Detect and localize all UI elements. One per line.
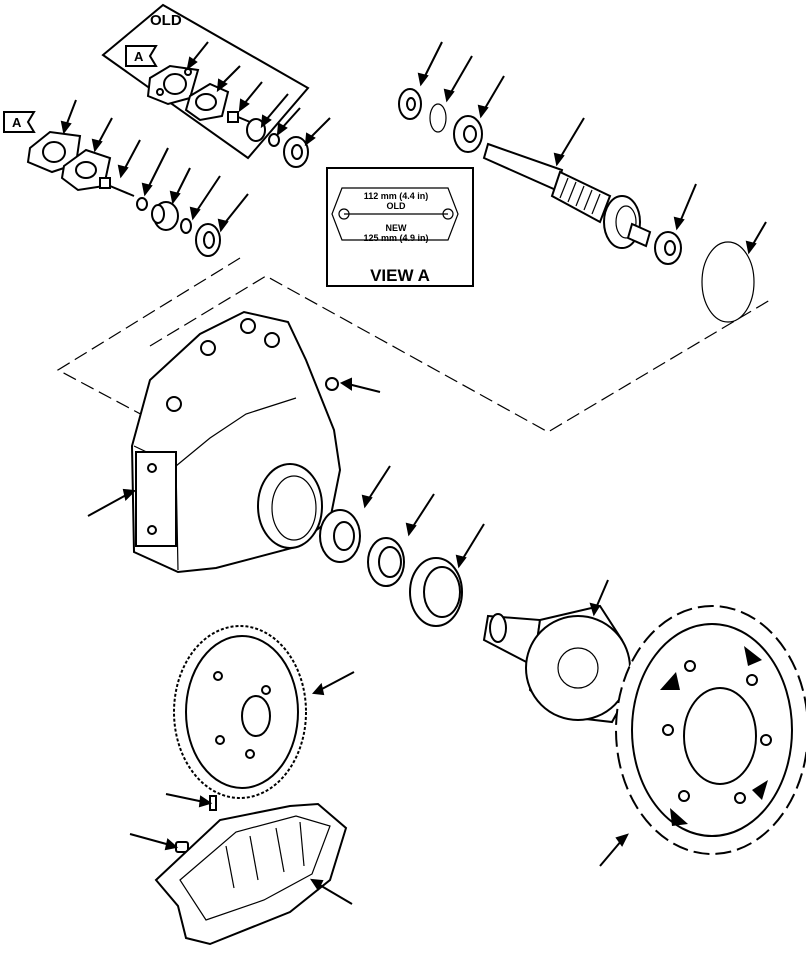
old-washer (268, 133, 280, 147)
bull-gear-hub (241, 695, 271, 737)
sprocket-lightening-holes (660, 646, 768, 826)
drain-plug (165, 793, 217, 811)
axle-inner-bearing (319, 509, 361, 563)
shaft-o-ring (701, 241, 755, 323)
new-leader-arrows (60, 99, 249, 233)
old-bolt (227, 111, 251, 123)
new-bolt (99, 177, 135, 197)
housing-boss-2 (240, 318, 256, 334)
pinion-shaft-assembly (398, 41, 767, 323)
new-bearing (195, 223, 221, 257)
new-callout-flag: A (3, 111, 36, 133)
fill-plug (129, 833, 189, 853)
view-a-old-label: OLD (387, 201, 406, 211)
oil-pan-ribs (225, 821, 305, 889)
bull-gear-leader-arrow (311, 671, 355, 696)
sprocket-center-bore (683, 687, 757, 785)
housing-leader-arrows (87, 377, 381, 517)
bull-gear (173, 625, 355, 799)
old-gasket (184, 82, 230, 122)
view-a-plate-outline (331, 187, 459, 241)
axle-seal (409, 557, 463, 627)
sprocket-leader-arrow (599, 833, 629, 867)
old-spacer (246, 118, 266, 142)
old-leader-arrows (186, 41, 331, 147)
hub-flange-face (525, 615, 631, 721)
old-label: OLD (150, 12, 182, 29)
axle-leader-arrows (361, 465, 485, 569)
pinion-leader-arrows (417, 41, 767, 255)
shaft-thrust-washer (398, 88, 422, 120)
old-group-outline (101, 3, 310, 160)
drive-sprocket (599, 605, 806, 867)
shaft-rear-bearing (654, 231, 682, 265)
view-a-new-dimension: 125 mm (4.9 in) (363, 233, 428, 243)
view-a-title: VIEW A (370, 266, 430, 285)
new-washer (136, 197, 148, 211)
view-a-old-dimension: 112 mm (4.4 in) (364, 191, 429, 201)
old-parts-group: OLD A (101, 3, 331, 168)
old-bearing (283, 136, 309, 168)
housing-bore (257, 463, 323, 549)
housing-plug (325, 377, 339, 391)
axle-bearing-set (319, 465, 485, 627)
new-parts-group: A (3, 99, 249, 257)
old-callout-flag: A (125, 45, 158, 67)
sprocket-bolt-holes (662, 660, 772, 804)
shaft-front-bearing (453, 115, 483, 153)
pinion-shaft (482, 142, 652, 249)
final-drive-housing (87, 310, 381, 574)
oil-pan (154, 802, 353, 946)
old-adapter-plate (146, 64, 200, 106)
axle-bearing-cup (367, 537, 405, 587)
hub-axle-assembly (482, 579, 634, 724)
housing-boss-1 (200, 340, 216, 356)
hub-leader-arrow (589, 579, 609, 617)
view-a-new-label: NEW (386, 223, 408, 233)
shaft-snap-ring (429, 103, 447, 133)
new-spacer (151, 201, 179, 231)
old-callout-letter: A (134, 49, 144, 64)
view-a-frame (326, 167, 474, 287)
oil-pan-leader-arrow (309, 878, 353, 905)
new-callout-letter: A (12, 115, 22, 130)
housing-boss-3 (264, 332, 280, 348)
view-a-inset: 112 mm (4.4 in) OLD NEW 125 mm (4.9 in) … (326, 167, 474, 287)
new-seal-ring (180, 218, 192, 234)
housing-boss-4 (166, 396, 182, 412)
new-adapter-plate (26, 130, 82, 174)
assembly-path-lines (56, 257, 771, 433)
